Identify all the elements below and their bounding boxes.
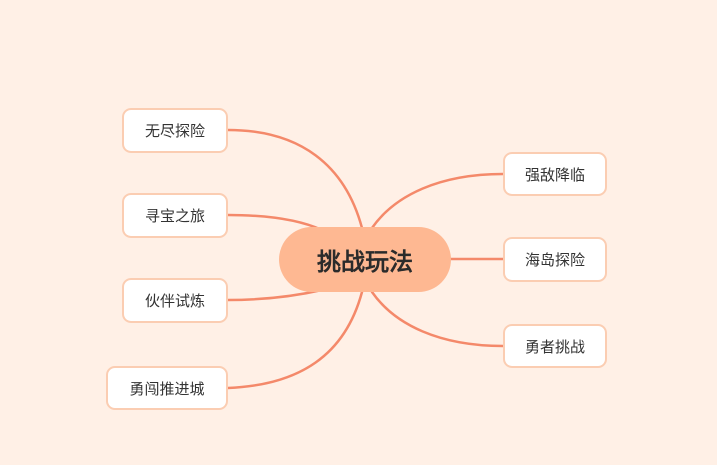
topic-yongzhe-tiaozhan[interactable]: 勇者挑战 <box>503 324 607 368</box>
topic-wujin-tanxian[interactable]: 无尽探险 <box>122 108 228 153</box>
topic-qiangdi-jianglin[interactable]: 强敌降临 <box>503 152 607 196</box>
topic-label: 寻宝之旅 <box>144 207 205 225</box>
topic-label: 强敌降临 <box>524 165 585 184</box>
topic-huoban-shilian[interactable]: 伙伴试炼 <box>122 278 228 323</box>
link-left-1 <box>226 128 364 230</box>
link-right-1 <box>370 172 505 230</box>
topic-label: 海岛探险 <box>524 251 585 269</box>
link-left-4 <box>226 290 364 390</box>
central-topic[interactable]: 挑战玩法 <box>279 227 451 292</box>
link-right-3 <box>370 290 505 348</box>
topic-haidao-tanxian[interactable]: 海岛探险 <box>503 237 607 282</box>
topic-label: 勇闯推进城 <box>129 379 205 398</box>
topic-label: 无尽探险 <box>144 122 205 140</box>
topic-xunbao-zhilv[interactable]: 寻宝之旅 <box>122 193 228 238</box>
topic-label: 勇者挑战 <box>524 337 585 356</box>
central-topic-label: 挑战玩法 <box>317 248 413 276</box>
topic-yongchuang-tuijincheng[interactable]: 勇闯推进城 <box>106 366 228 410</box>
topic-label: 伙伴试炼 <box>144 292 205 310</box>
